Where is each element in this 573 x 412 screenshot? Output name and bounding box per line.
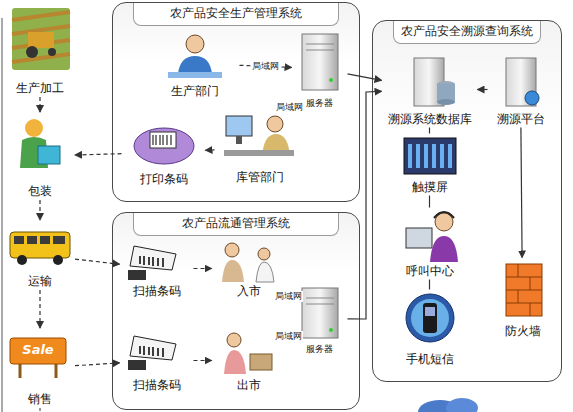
system-group: 农产品安全生产管理系统生产部门服务器库管部门打印条码 [112,2,360,202]
connector [39,200,40,220]
field-icon [12,8,70,70]
database: 溯源系统数据库 [382,52,478,128]
process-step: 生产加工 [5,5,75,97]
node-label: 触摸屏 [384,179,476,196]
department: 库管部门 [215,110,305,186]
node-label: 防火墙 [486,323,560,340]
node-label: 手机短信 [384,351,476,368]
node-label: 包装 [0,183,81,200]
node-label: 服务器 [286,343,354,356]
call-center: 呼叫中心 [390,208,470,280]
process-step: 包装 [5,112,75,200]
department: 生产部门 [150,28,240,100]
flow-line [40,408,41,412]
node-label: 扫描条码 [114,283,200,300]
edge-label: 局域网 [275,102,304,113]
packaging-icon [20,119,60,168]
edge-line [2,18,3,412]
process-step: 销售 [5,328,75,408]
firewall: 防火墙 [492,258,554,340]
connector [39,97,40,112]
group-title: 农产品流通管理系统 [133,213,339,236]
sign-text: Sale [16,342,60,357]
node-label: 扫描条码 [114,377,200,394]
node-label: 库管部门 [209,169,311,186]
scanner: 扫描条码 [120,238,194,300]
sale-sign-icon [10,338,66,378]
node-label: 出市 [206,377,292,394]
node-label: 生产加工 [0,80,81,97]
sms-phone: 手机短信 [390,290,470,368]
node-label: 溯源系统数据库 [376,111,484,128]
scanner: 扫描条码 [120,328,194,394]
node-label: 运输 [0,273,81,290]
process-step: 运输 [5,220,75,290]
platform-server: 溯源平台 [488,52,554,128]
node-label: 生产部门 [144,83,246,100]
node-label: 溯源平台 [482,111,560,128]
edge-label: 局域网 [274,291,303,302]
printer: 打印条码 [122,118,206,188]
edge-label: 局域网 [251,61,280,72]
node-label: 打印条码 [116,171,212,188]
touchscreen: 触摸屏 [390,134,470,196]
group-title: 农产品安全生产管理系统 [133,3,339,26]
system-group: 农产品流通管理系统扫描条码入市服务器扫描条码出市 [112,212,360,410]
bus-icon [10,232,70,265]
node-label: 销售 [0,391,81,408]
edge-label: 局域网 [274,331,303,342]
connector [39,290,40,328]
server: 服务器 [292,28,348,110]
group-title: 农产品安全溯源查询系统 [393,21,541,44]
system-group: 农产品安全溯源查询系统溯源系统数据库溯源平台触摸屏呼叫中心手机短信防火墙 [372,20,562,382]
cloud-icon [418,398,478,412]
node-label: 呼叫中心 [384,263,476,280]
